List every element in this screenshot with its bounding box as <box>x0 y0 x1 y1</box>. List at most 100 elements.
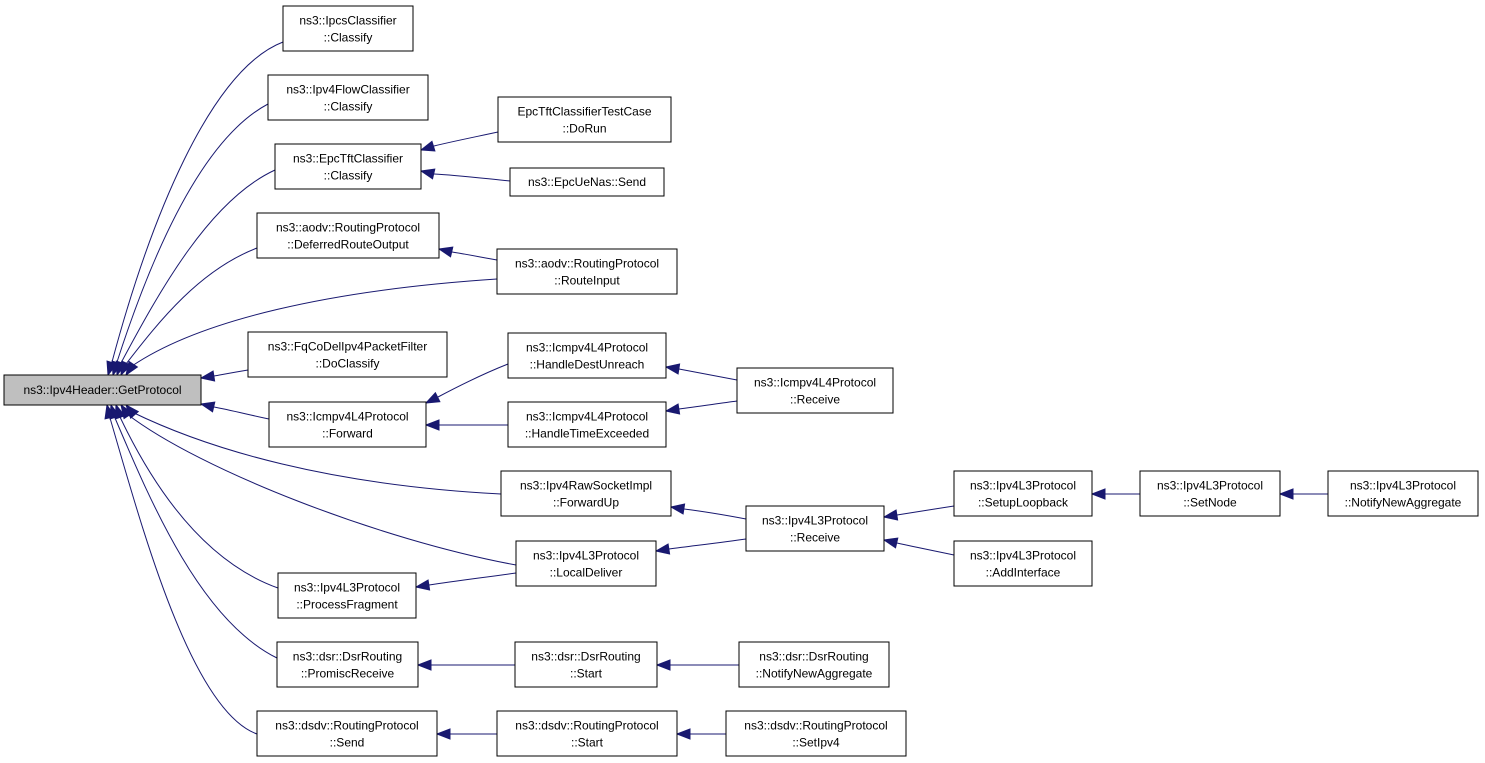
arrowhead-icon <box>664 403 681 415</box>
node-aodvdeferred[interactable]: ns3::aodv::RoutingProtocol::DeferredRout… <box>256 212 440 259</box>
arrowhead-icon <box>125 360 139 377</box>
node-label-line1: ns3::dsdv::RoutingProtocol <box>744 719 887 733</box>
node-label-line2: ::RouteInput <box>554 274 620 288</box>
node-label-line2: ::SetupLoopback <box>978 496 1069 510</box>
node-label-line1: ns3::dsdv::RoutingProtocol <box>515 719 658 733</box>
edge-line <box>428 572 517 586</box>
node-dsdvsend[interactable]: ns3::dsdv::RoutingProtocol::Send <box>256 710 438 757</box>
node-root[interactable]: ns3::Ipv4Header::GetProtocol <box>3 374 202 406</box>
node-fqcodel[interactable]: ns3::FqCoDelIpv4PacketFilter::DoClassify <box>247 331 448 378</box>
node-label-line1: ns3::Ipv4RawSocketImpl <box>520 479 652 493</box>
node-label-line2: ::Receive <box>790 531 840 545</box>
node-label-line1: ns3::Ipv4L3Protocol <box>762 514 868 528</box>
node-label-line2: ::HandleDestUnreach <box>530 358 645 372</box>
node-box <box>3 374 202 406</box>
node-l3processfrag[interactable]: ns3::Ipv4L3Protocol::ProcessFragment <box>277 572 417 619</box>
arrowhead-icon <box>1090 488 1106 500</box>
node-box <box>497 96 672 143</box>
node-box <box>515 540 657 587</box>
node-dsrnotify[interactable]: ns3::dsr::DsrRouting::NotifyNewAggregate <box>738 641 890 688</box>
node-label-line2: ::AddInterface <box>986 566 1061 580</box>
arrowhead-icon <box>424 391 441 404</box>
node-label-line1: ns3::Icmpv4L4Protocol <box>754 376 876 390</box>
node-box <box>745 505 885 552</box>
node-icmpdest[interactable]: ns3::Icmpv4L4Protocol::HandleDestUnreach <box>507 332 667 379</box>
node-label-line1: ns3::FqCoDelIpv4PacketFilter <box>268 340 427 354</box>
arrowhead-icon <box>655 659 671 671</box>
edge-dsrnotify-dsrstart <box>655 659 739 671</box>
arrowhead-icon <box>199 370 216 382</box>
node-l3notify[interactable]: ns3::Ipv4L3Protocol::NotifyNewAggregate <box>1327 470 1479 517</box>
node-label-line2: ::HandleTimeExceeded <box>525 427 649 441</box>
edge-line <box>896 505 955 516</box>
node-epctft[interactable]: ns3::EpcTftClassifier::Classify <box>274 143 422 190</box>
node-label-line2: ::Send <box>330 736 365 750</box>
node-label-line1: ns3::EpcUeNas::Send <box>528 175 646 189</box>
node-label-line2: ::Classify <box>324 31 373 45</box>
node-l3addif[interactable]: ns3::Ipv4L3Protocol::AddInterface <box>953 540 1093 587</box>
node-l3setnode[interactable]: ns3::Ipv4L3Protocol::SetNode <box>1139 470 1281 517</box>
node-aodvrouteinput[interactable]: ns3::aodv::RoutingProtocol::RouteInput <box>496 248 678 295</box>
node-label-line2: ::ForwardUp <box>553 496 619 510</box>
edge-line <box>119 416 279 589</box>
arrowhead-icon <box>416 659 432 671</box>
arrowhead-icon <box>437 246 454 258</box>
node-box <box>514 641 658 688</box>
node-icmptime[interactable]: ns3::Icmpv4L4Protocol::HandleTimeExceede… <box>507 401 667 448</box>
node-label-line1: ns3::Ipv4L3Protocol <box>970 479 1076 493</box>
edge-icmpreceive-icmptime <box>664 400 738 415</box>
edge-line <box>678 368 738 381</box>
node-label-line2: ::Start <box>570 667 603 681</box>
node-label-line1: ns3::Ipv4L3Protocol <box>1350 479 1456 493</box>
edge-line <box>896 542 955 556</box>
edge-dsdvstart-dsdvsend <box>435 728 497 740</box>
node-box <box>268 401 427 448</box>
node-ipcs[interactable]: ns3::IpcsClassifier::Classify <box>282 5 414 52</box>
node-icmpreceive[interactable]: ns3::Icmpv4L4Protocol::Receive <box>736 367 894 414</box>
node-dsrpromisc[interactable]: ns3::dsr::DsrRouting::PromiscReceive <box>276 641 419 688</box>
node-label-line1: ns3::Ipv4Header::GetProtocol <box>23 383 181 397</box>
edge-icmpforward-root <box>199 401 270 420</box>
node-label-line2: ::ProcessFragment <box>296 598 398 612</box>
edge-line <box>683 508 747 520</box>
node-dsrstart[interactable]: ns3::dsr::DsrRouting::Start <box>514 641 658 688</box>
node-box <box>282 5 414 52</box>
node-label-line1: ns3::IpcsClassifier <box>299 14 396 28</box>
arrowhead-icon <box>882 509 899 521</box>
node-l3receive[interactable]: ns3::Ipv4L3Protocol::Receive <box>745 505 885 552</box>
node-dsdvstart[interactable]: ns3::dsdv::RoutingProtocol::Start <box>496 710 678 757</box>
node-rawforwardup[interactable]: ns3::Ipv4RawSocketImpl::ForwardUp <box>500 470 672 517</box>
edge-l3addif-l3receive <box>882 537 955 556</box>
node-epctfttest[interactable]: EpcTftClassifierTestCase::DoRun <box>497 96 672 143</box>
edge-line <box>437 363 509 398</box>
arrowhead-icon <box>669 503 686 515</box>
node-box <box>267 74 429 121</box>
edge-line <box>109 417 258 735</box>
node-l3setuploop[interactable]: ns3::Ipv4L3Protocol::SetupLoopback <box>953 470 1093 517</box>
edge-l3processfrag-root <box>114 403 279 589</box>
node-label-line1: ns3::aodv::RoutingProtocol <box>276 221 420 235</box>
edge-line <box>125 247 258 365</box>
node-box <box>725 710 907 757</box>
edge-dsdvsetipv4-dsdvstart <box>675 728 726 740</box>
node-dsdvsetipv4[interactable]: ns3::dsdv::RoutingProtocol::SetIpv4 <box>725 710 907 757</box>
edge-line <box>433 131 499 147</box>
arrowhead-icon <box>419 168 436 180</box>
node-label-line2: ::Classify <box>324 169 373 183</box>
node-box <box>256 710 438 757</box>
node-l3localdeliver[interactable]: ns3::Ipv4L3Protocol::LocalDeliver <box>515 540 657 587</box>
node-epcuenas[interactable]: ns3::EpcUeNas::Send <box>509 167 665 197</box>
edge-line <box>131 411 502 495</box>
node-icmpforward[interactable]: ns3::Icmpv4L4Protocol::Forward <box>268 401 427 448</box>
node-box <box>1327 470 1479 517</box>
edge-line <box>116 103 269 363</box>
node-box <box>509 167 665 197</box>
node-label-line1: ns3::Icmpv4L4Protocol <box>526 410 648 424</box>
edge-line <box>114 417 278 659</box>
edge-dsrpromisc-root <box>109 403 278 659</box>
node-label-line2: ::DeferredRouteOutput <box>287 238 409 252</box>
node-label-line2: ::Receive <box>790 393 840 407</box>
node-label-line1: ns3::aodv::RoutingProtocol <box>515 257 659 271</box>
node-ipv4flow[interactable]: ns3::Ipv4FlowClassifier::Classify <box>267 74 429 121</box>
